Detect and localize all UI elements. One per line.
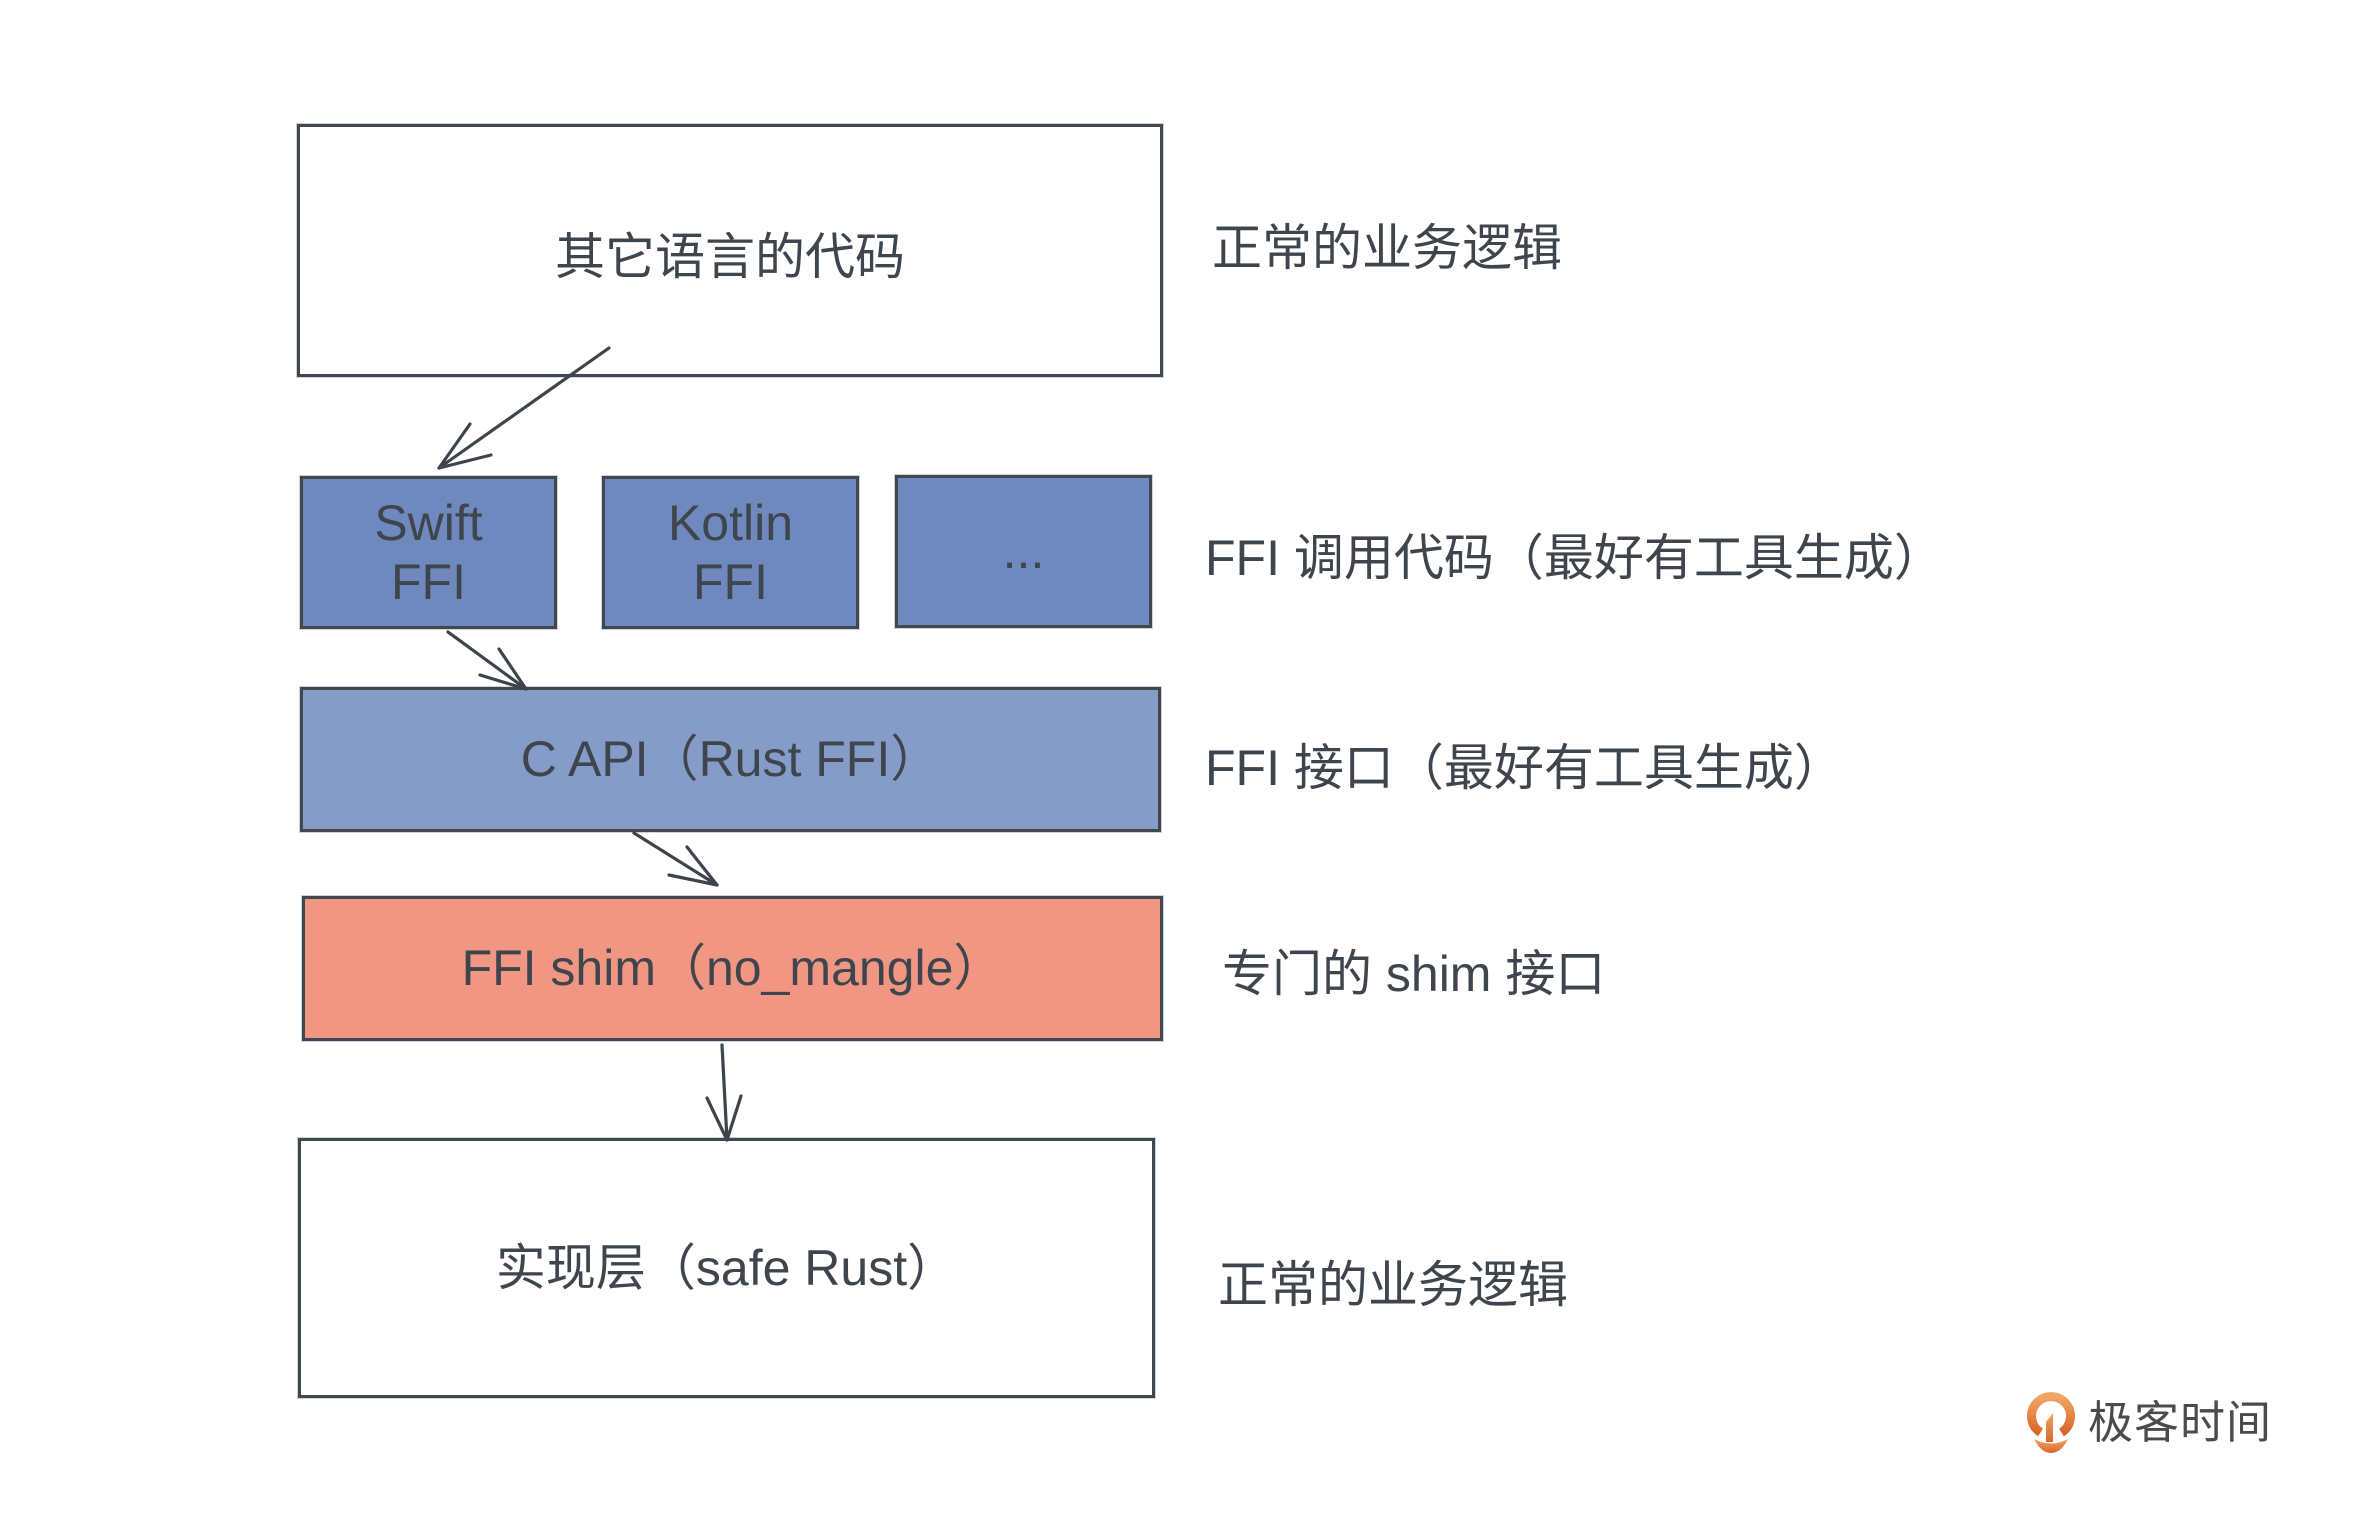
arrow-head [437, 422, 493, 470]
annotation-top-business-logic: 正常的业务逻辑 [1212, 220, 1562, 276]
c-api-label: C API（Rust FFI） [520, 731, 941, 787]
implementation-layer-label: 实现层（safe Rust） [495, 1239, 958, 1296]
ffi-shim-box: FFI shim（no_mangle） [302, 896, 1163, 1041]
implementation-layer-box: 实现层（safe Rust） [298, 1138, 1155, 1398]
ffi-shim-label: FFI shim（no_mangle） [461, 940, 1004, 996]
kotlin-ffi-box: Kotlin FFI [602, 476, 859, 629]
arrow-shaft [446, 630, 528, 691]
geektime-logo: 极客时间 [2024, 1390, 2272, 1456]
geektime-logo-icon [2027, 1392, 2075, 1453]
arrow-shaft [720, 1043, 729, 1142]
swift-ffi-label-line2: FFI [391, 553, 466, 610]
annotation-ffi-interface: FFI 接口（最好有工具生成） [1205, 740, 1844, 796]
kotlin-ffi-label-line1: Kotlin [667, 494, 794, 551]
arrow-shim-to-implementation [705, 1043, 743, 1142]
arrow-capi-to-shim [632, 831, 719, 887]
more-ffi-box: ... [895, 475, 1152, 628]
annotation-bottom-business-logic: 正常的业务逻辑 [1218, 1257, 1568, 1313]
other-language-code-box: 其它语言的代码 [297, 124, 1163, 377]
arrow-shaft [632, 831, 719, 887]
arrow-swift-to-capi [446, 630, 528, 691]
arrow-head [478, 647, 528, 691]
annotation-shim-interface: 专门的 shim 接口 [1222, 946, 1606, 1002]
arrow-head [705, 1094, 743, 1142]
geektime-logo-text: 极客时间 [2088, 1397, 2273, 1448]
kotlin-ffi-label-line2: FFI [693, 553, 768, 610]
other-language-code-label: 其它语言的代码 [555, 229, 905, 285]
swift-ffi-box: Swift FFI [300, 476, 557, 629]
arrow-head [667, 845, 719, 887]
c-api-box: C API（Rust FFI） [300, 687, 1161, 832]
swift-ffi-label-line1: Swift [374, 494, 483, 551]
annotation-ffi-call-code: FFI 调用代码（最好有工具生成） [1205, 530, 1944, 586]
more-ffi-ellipsis: ... [1002, 523, 1045, 579]
